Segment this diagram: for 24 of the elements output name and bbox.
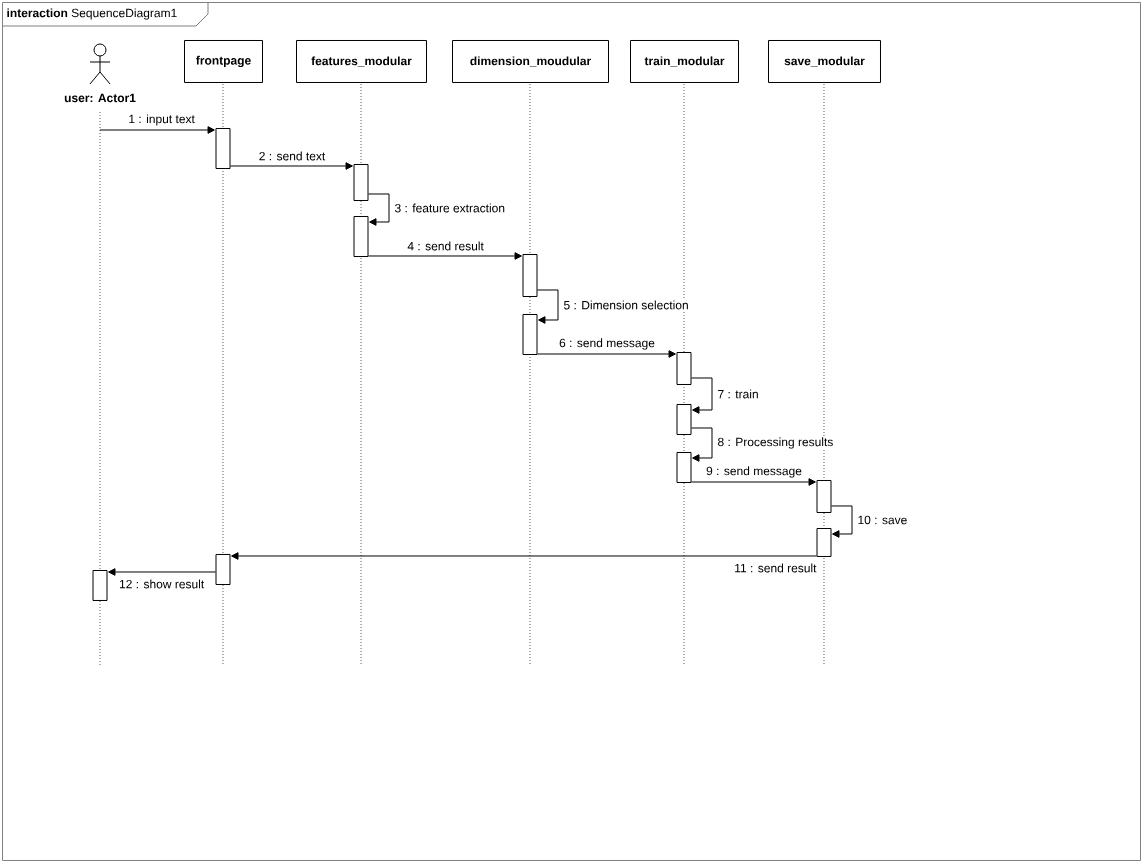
message-arrow [108, 568, 216, 576]
message-arrow [537, 289, 559, 324]
activation-bar [676, 452, 692, 483]
activation-bar [92, 570, 108, 601]
message-arrow [368, 252, 522, 260]
activation-bar [353, 164, 369, 201]
message-arrow [831, 505, 853, 538]
activation-bar [816, 480, 832, 513]
activation-bar [522, 314, 538, 355]
message-arrow [231, 552, 817, 560]
message-arrow [691, 377, 713, 414]
message-arrow [691, 478, 816, 486]
message-arrow [368, 193, 390, 226]
activation-bar [676, 352, 692, 385]
message-arrow [99, 126, 215, 134]
activation-bar [353, 216, 369, 257]
activation-bar [215, 128, 231, 169]
message-arrow [230, 162, 353, 170]
activation-bar [676, 404, 692, 435]
activation-bar [522, 254, 538, 297]
activation-bar [215, 554, 231, 585]
message-arrow [537, 350, 676, 358]
activation-bar [816, 528, 832, 557]
message-arrow [691, 427, 713, 462]
